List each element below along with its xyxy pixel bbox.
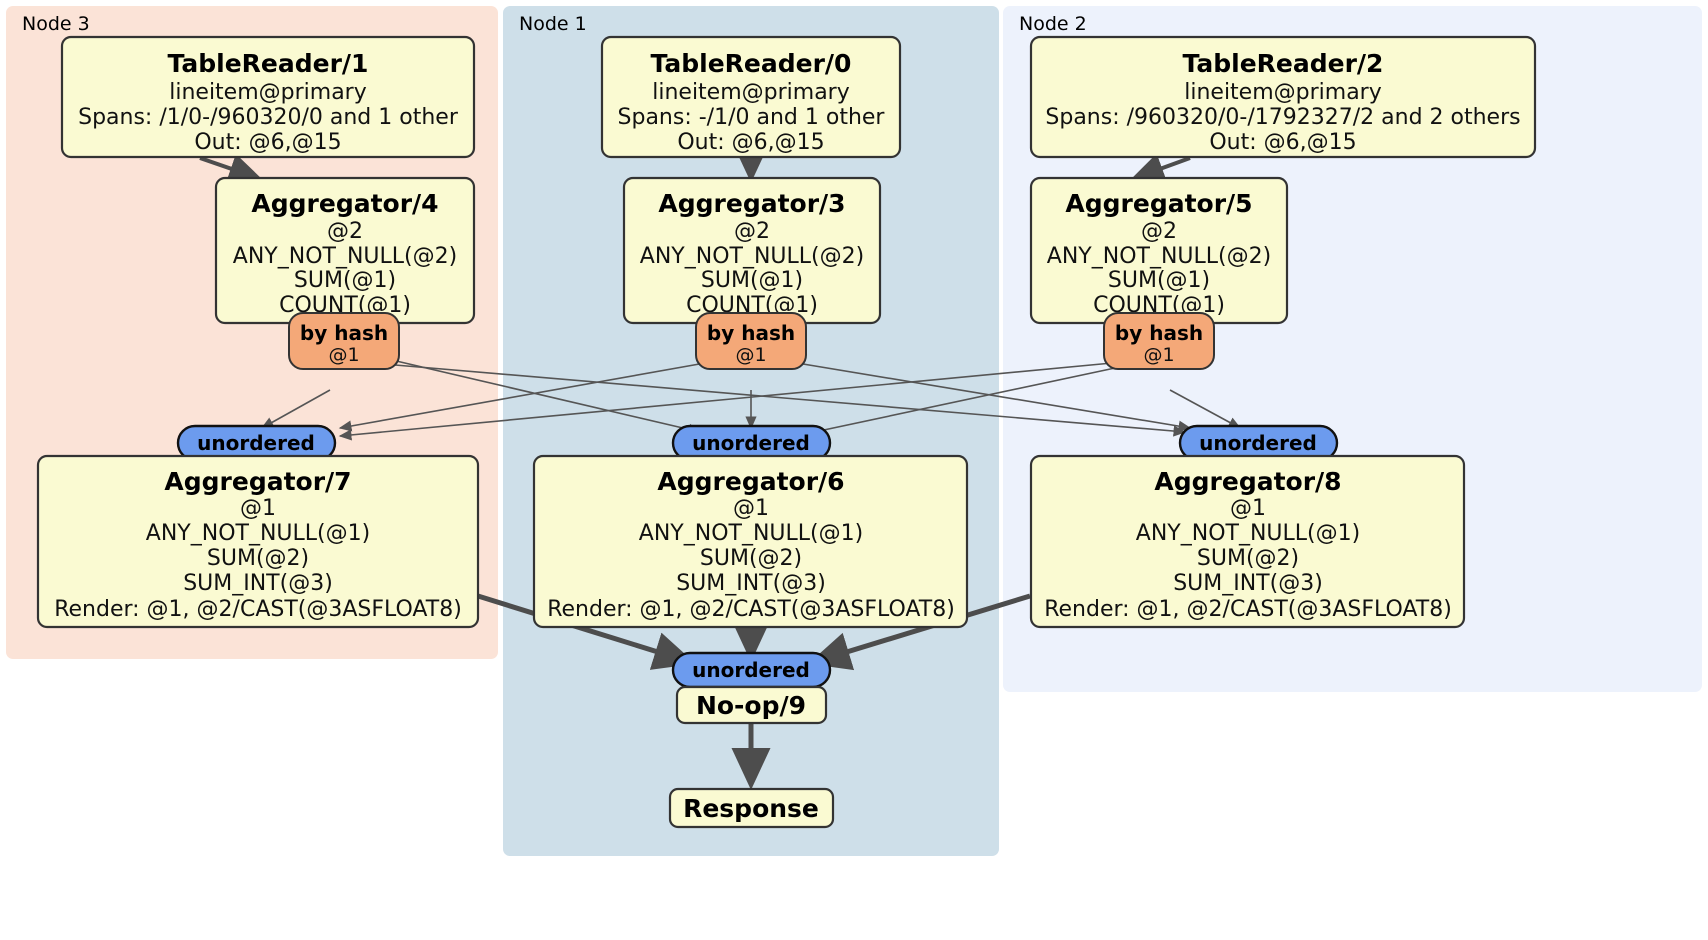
box-line: @2	[734, 219, 770, 244]
box-line: @2	[327, 219, 363, 244]
box-line: Render: @1, @2/CAST(@3ASFLOAT8)	[54, 597, 462, 622]
box-line: ANY_NOT_NULL(@1)	[639, 521, 863, 546]
box-line: ANY_NOT_NULL(@1)	[146, 521, 370, 546]
box-title: Aggregator/3	[658, 189, 845, 218]
box-line: Spans: -/1/0 and 1 other	[618, 105, 886, 130]
pill-unordered-final[interactable]: unordered	[671, 651, 832, 689]
box-aggregator5[interactable]: Aggregator/5 @2 ANY_NOT_NULL(@2) SUM(@1)…	[1029, 176, 1289, 325]
box-tablereader1[interactable]: TableReader/1 lineitem@primary Spans: /1…	[60, 35, 476, 159]
edges-aggregator-to-final	[477, 593, 1031, 791]
box-line: Out: @6,@15	[1209, 130, 1356, 155]
box-line: @2	[1141, 219, 1177, 244]
box-line: Spans: /1/0-/960320/0 and 1 other	[78, 105, 459, 130]
pill-label: unordered	[197, 431, 315, 455]
box-aggregator3[interactable]: Aggregator/3 @2 ANY_NOT_NULL(@2) SUM(@1)…	[622, 176, 882, 325]
box-aggregator4[interactable]: Aggregator/4 @2 ANY_NOT_NULL(@2) SUM(@1)…	[214, 176, 476, 325]
box-title: Aggregator/5	[1065, 189, 1252, 218]
box-title: Aggregator/8	[1154, 467, 1341, 496]
box-aggregator8[interactable]: Aggregator/8 @1 ANY_NOT_NULL(@1) SUM(@2)…	[1029, 454, 1466, 629]
pill-unordered-center[interactable]: unordered	[671, 424, 832, 462]
box-title: Aggregator/4	[251, 189, 438, 218]
pill-label: unordered	[1199, 431, 1317, 455]
box-title: Aggregator/6	[657, 467, 844, 496]
pill-sublabel: @1	[735, 344, 766, 366]
box-line: ANY_NOT_NULL(@1)	[1136, 521, 1360, 546]
box-line: lineitem@primary	[652, 80, 850, 105]
pill-sublabel: @1	[1143, 344, 1174, 366]
box-title: Aggregator/7	[164, 467, 351, 496]
box-line: SUM_INT(@3)	[1173, 571, 1323, 596]
box-aggregator7[interactable]: Aggregator/7 @1 ANY_NOT_NULL(@1) SUM(@2)…	[36, 454, 480, 629]
box-line: @1	[733, 496, 769, 521]
pill-byhash-right[interactable]: by hash @1	[1103, 312, 1215, 370]
box-title: No-op/9	[696, 691, 806, 720]
box-title: TableReader/0	[651, 49, 852, 78]
pill-label: by hash	[300, 321, 388, 345]
box-noop9[interactable]: No-op/9	[675, 685, 828, 725]
box-line: SUM(@1)	[294, 268, 396, 293]
box-line: SUM(@1)	[701, 268, 803, 293]
box-tablereader2[interactable]: TableReader/2 lineitem@primary Spans: /9…	[1029, 35, 1537, 159]
pill-byhash-left[interactable]: by hash @1	[288, 312, 400, 370]
box-line: Render: @1, @2/CAST(@3ASFLOAT8)	[1044, 597, 1452, 622]
panel-node1-label: Node 1	[519, 13, 587, 35]
box-title: Response	[683, 794, 819, 823]
box-line: Render: @1, @2/CAST(@3ASFLOAT8)	[547, 597, 955, 622]
box-line: lineitem@primary	[1184, 80, 1382, 105]
box-line: ANY_NOT_NULL(@2)	[233, 244, 457, 269]
box-line: ANY_NOT_NULL(@2)	[640, 244, 864, 269]
pill-label: by hash	[1115, 321, 1203, 345]
pill-byhash-center[interactable]: by hash @1	[695, 312, 807, 370]
box-line: Out: @6,@15	[677, 130, 824, 155]
box-line: SUM(@2)	[1197, 546, 1299, 571]
panel-node2-label: Node 2	[1019, 13, 1087, 35]
box-line: SUM_INT(@3)	[676, 571, 826, 596]
box-response[interactable]: Response	[668, 787, 835, 829]
box-line: SUM_INT(@3)	[183, 571, 333, 596]
box-line: ANY_NOT_NULL(@2)	[1047, 244, 1271, 269]
box-aggregator6[interactable]: Aggregator/6 @1 ANY_NOT_NULL(@1) SUM(@2)…	[532, 454, 969, 629]
box-title: TableReader/1	[168, 49, 369, 78]
pill-label: unordered	[692, 431, 810, 455]
box-line: Out: @6,@15	[194, 130, 341, 155]
box-line: lineitem@primary	[169, 80, 367, 105]
pill-sublabel: @1	[328, 344, 359, 366]
box-title: TableReader/2	[1183, 49, 1384, 78]
box-line: @1	[1230, 496, 1266, 521]
box-line: SUM(@1)	[1108, 268, 1210, 293]
edges-hash-to-unordered	[260, 359, 1242, 441]
box-line: @1	[240, 496, 276, 521]
box-line: SUM(@2)	[207, 546, 309, 571]
edges-reader-to-aggregator	[199, 149, 1191, 184]
box-line: SUM(@2)	[700, 546, 802, 571]
pill-label: unordered	[692, 658, 810, 682]
box-line: Spans: /960320/0-/1792327/2 and 2 others	[1045, 105, 1520, 130]
box-tablereader0[interactable]: TableReader/0 lineitem@primary Spans: -/…	[600, 35, 902, 159]
panel-node3-label: Node 3	[22, 13, 90, 35]
pill-label: by hash	[707, 321, 795, 345]
